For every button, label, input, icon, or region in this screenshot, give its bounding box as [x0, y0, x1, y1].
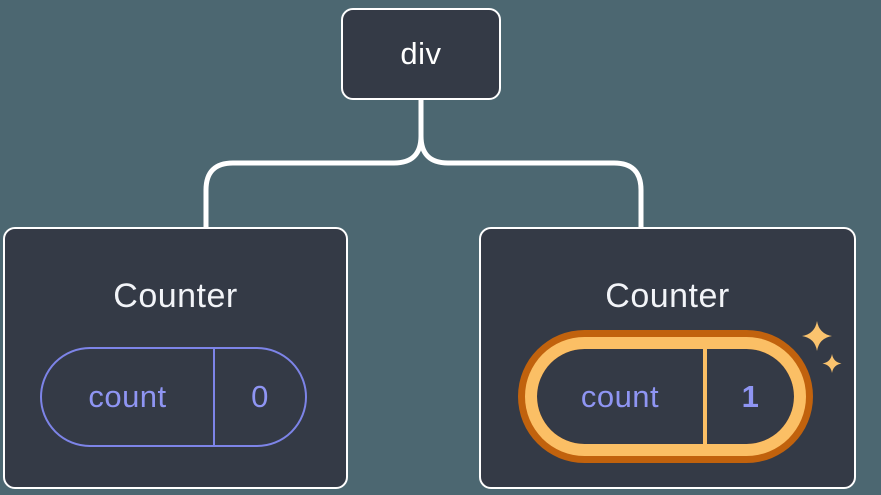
- component-title: Counter: [113, 277, 238, 315]
- pill-divider: [703, 349, 707, 444]
- sparkle-icon: [822, 354, 842, 373]
- component-card-counter-right: Counter count 1: [479, 227, 856, 489]
- component-title: Counter: [605, 277, 730, 315]
- state-key: count: [580, 378, 660, 414]
- sparkle-icon: [802, 321, 832, 351]
- element-label: div: [400, 36, 442, 71]
- connector-branch-right: [418, 135, 644, 229]
- root-node-div: div: [341, 8, 501, 100]
- state-pill-highlighted: count 1: [537, 349, 794, 444]
- component-card-counter-left: Counter count 0: [3, 227, 348, 489]
- connector-branch-left: [203, 135, 424, 229]
- state-pill: count 0: [40, 347, 307, 447]
- state-value: 0: [251, 379, 269, 414]
- pill-divider: [213, 349, 215, 445]
- state-key: count: [88, 379, 167, 414]
- state-value: 1: [741, 378, 760, 414]
